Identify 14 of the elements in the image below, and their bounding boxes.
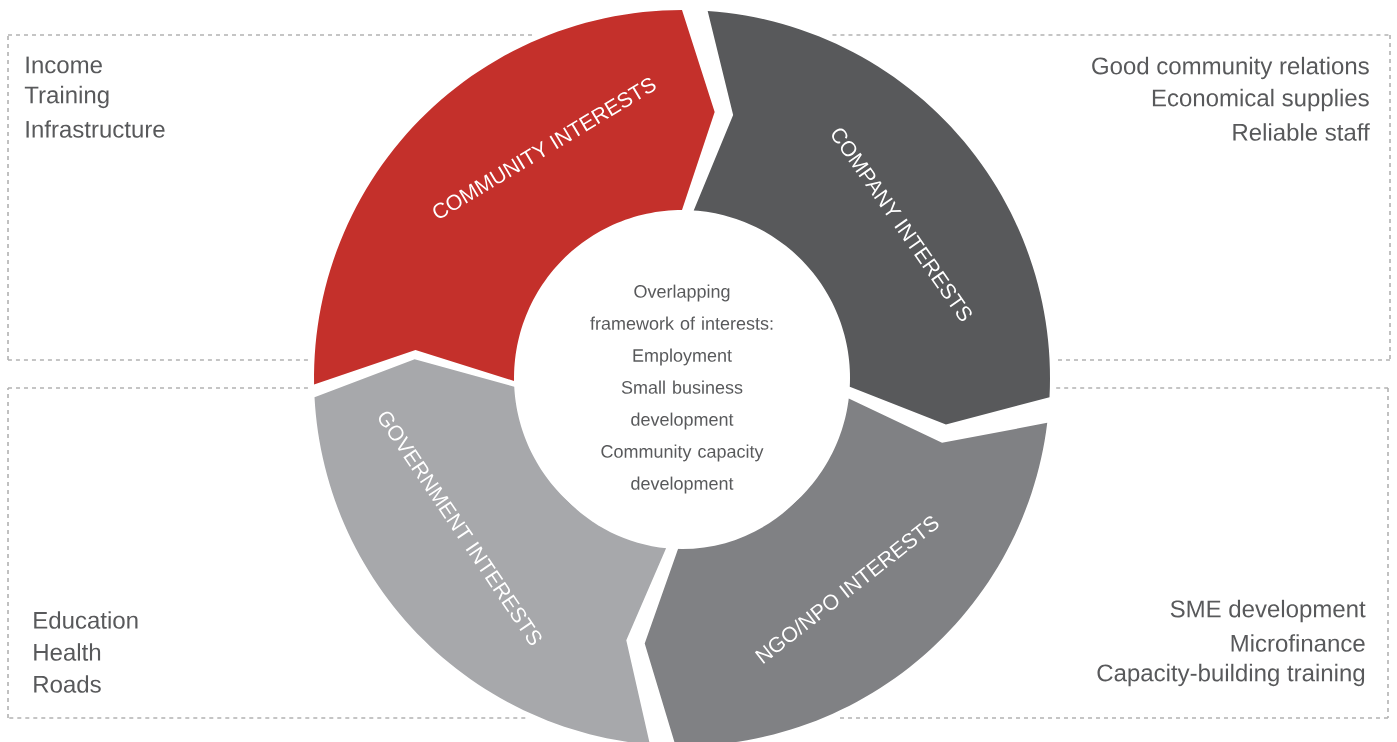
list-item: Economical supplies xyxy=(1152,88,1369,112)
dashed-panel xyxy=(838,387,1389,719)
list-item: Roads xyxy=(34,675,101,693)
list-item: Good community relations xyxy=(1092,56,1369,80)
list-item: Infrastructure xyxy=(26,120,165,138)
list-item: Health xyxy=(34,643,101,661)
dashed-panel xyxy=(831,34,1391,361)
list-item: Education xyxy=(34,611,138,629)
list-item: Capacity-building training xyxy=(1097,663,1365,687)
list-item: Income xyxy=(26,56,102,74)
list-item: SME development xyxy=(1170,599,1366,623)
list-item: Microfinance xyxy=(1231,634,1365,652)
list-item: Training xyxy=(24,85,109,109)
list-item: Reliable staff xyxy=(1233,123,1370,141)
